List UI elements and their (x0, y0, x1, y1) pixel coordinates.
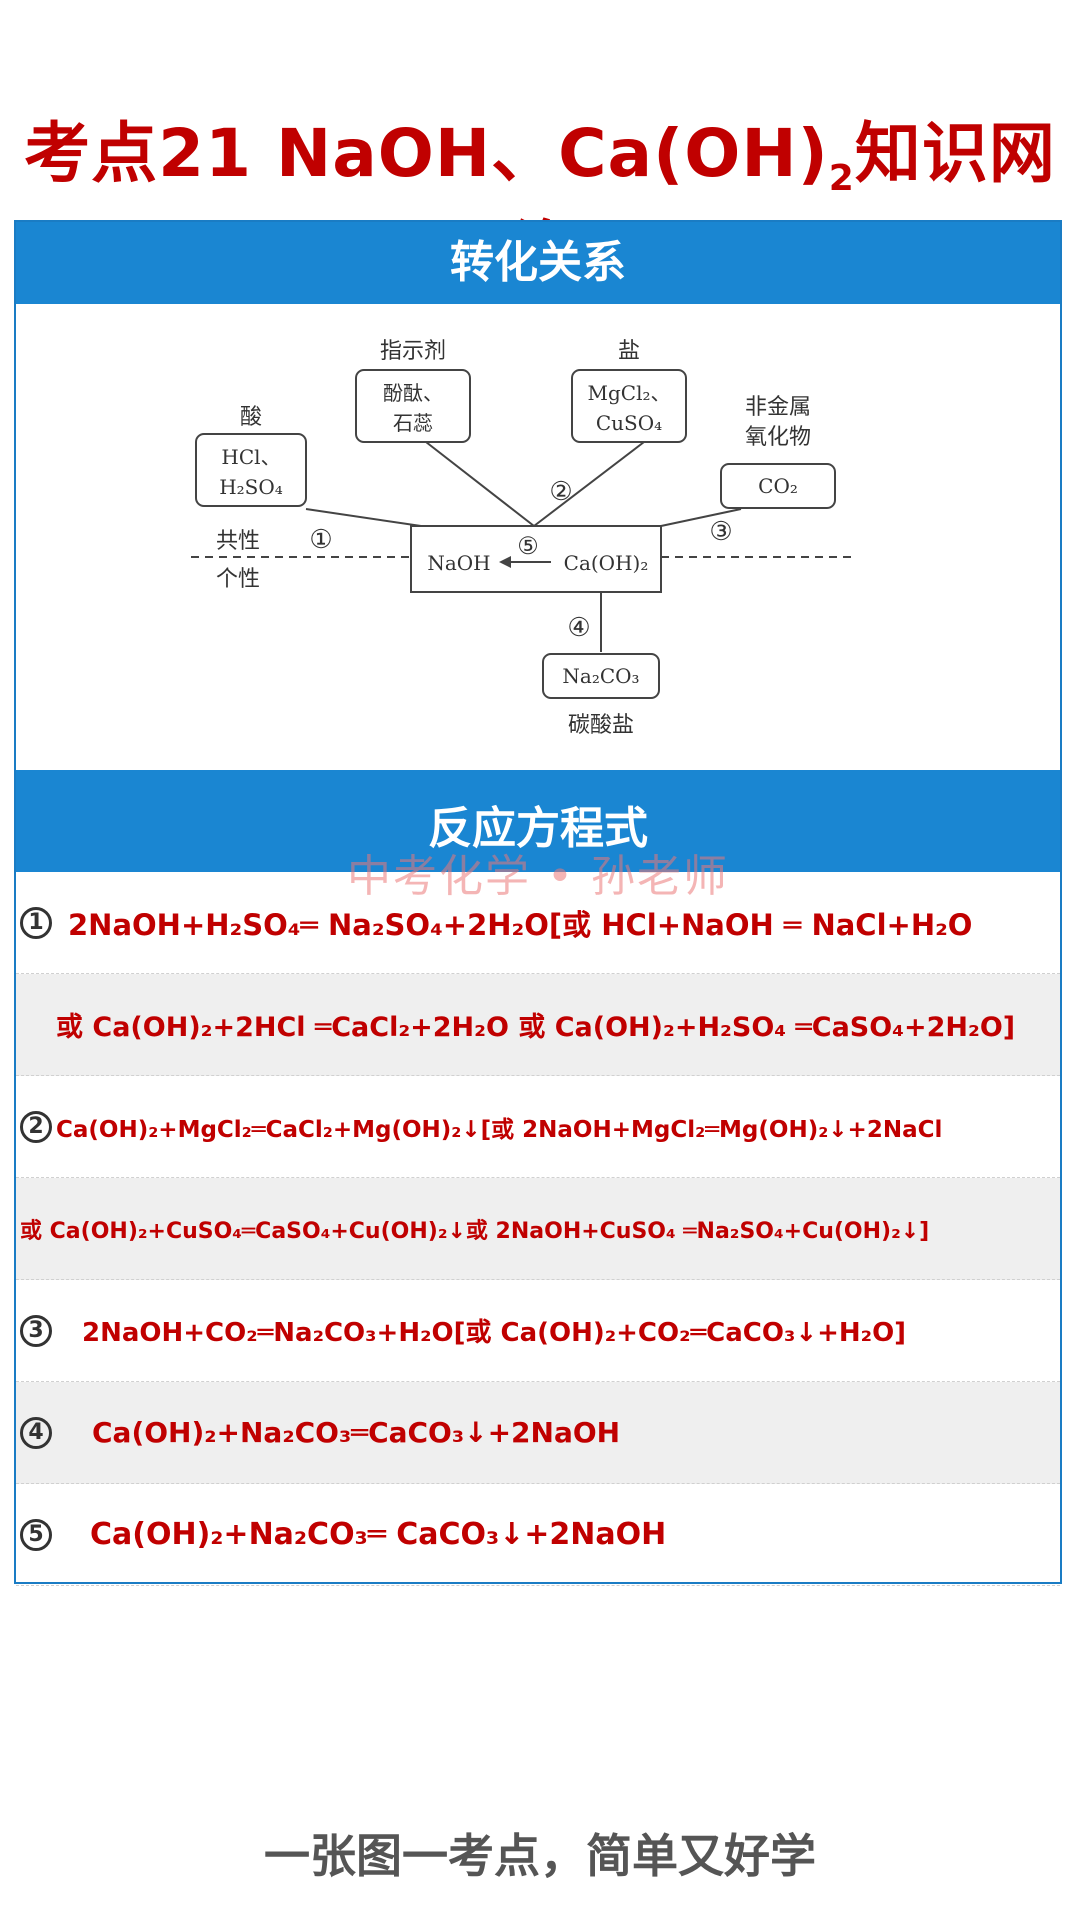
equation-number: 2 (20, 1110, 52, 1143)
marker-1: ① (309, 525, 332, 555)
acid-formula-2: H₂SO₄ (219, 475, 283, 499)
individual-label: 个性 (216, 567, 260, 592)
co2-formula: CO₂ (758, 474, 798, 498)
equation-number: 5 (20, 1518, 52, 1551)
salt-label: 盐 (618, 339, 640, 364)
equation-text: 2NaOH+H₂SO₄═ Na₂SO₄+2H₂O[或 HCl+NaOH ═ Na… (68, 907, 973, 942)
marker-3: ③ (709, 517, 732, 547)
section-header-conversion: 转化关系 (16, 222, 1060, 304)
salt-formula-1: MgCl₂、 (588, 381, 671, 405)
equation-row-2: 2 Ca(OH)₂+MgCl₂═CaCl₂+Mg(OH)₂↓[或 2NaOH+M… (16, 1076, 1060, 1178)
equation-row-5: 5 Ca(OH)₂+Na₂CO₃═ CaCO₃↓+2NaOH (16, 1484, 1060, 1586)
equation-row-4: 4 Ca(OH)₂+Na₂CO₃═CaCO₃↓+2NaOH (16, 1382, 1060, 1484)
equation-text: 或 Ca(OH)₂+2HCl ═CaCl₂+2H₂O 或 Ca(OH)₂+H₂S… (56, 1012, 1016, 1043)
marker-2: ② (549, 477, 572, 507)
marker-4: ④ (567, 613, 590, 643)
salt-formula-2: CuSO₄ (596, 411, 662, 435)
indicator-line-2: 石蕊 (393, 411, 433, 435)
center-caoh2: Ca(OH)₂ (564, 551, 649, 575)
equation-list: 1 2NaOH+H₂SO₄═ Na₂SO₄+2H₂O[或 HCl+NaOH ═ … (16, 872, 1060, 1586)
equation-row-2-continued: 或 Ca(OH)₂+CuSO₄═CaSO₄+Cu(OH)₂↓或 2NaOH+Cu… (16, 1178, 1060, 1280)
carbonate-formula: Na₂CO₃ (562, 664, 639, 688)
center-naoh: NaOH (427, 551, 490, 575)
footer-slogan: 一张图一考点，简单又好学 (264, 1829, 816, 1883)
acid-formula-1: HCl、 (221, 445, 280, 469)
equation-text: Ca(OH)₂+Na₂CO₃═ CaCO₃↓+2NaOH (90, 1517, 667, 1552)
indicator-label: 指示剂 (380, 339, 446, 364)
equation-number: 4 (20, 1416, 52, 1449)
nonmetal-oxide-label-1: 非金属 (745, 395, 811, 420)
equation-text: Ca(OH)₂+MgCl₂═CaCl₂+Mg(OH)₂↓[或 2NaOH+MgC… (56, 1116, 943, 1143)
equation-row-1: 1 2NaOH+H₂SO₄═ Na₂SO₄+2H₂O[或 HCl+NaOH ═ … (16, 872, 1060, 974)
section-header-equations: 反应方程式 (16, 770, 1060, 872)
acid-label: 酸 (240, 405, 262, 430)
common-label: 共性 (216, 529, 260, 554)
conversion-diagram: 酸 HCl、 H₂SO₄ 指示剂 酚酞、 石蕊 盐 MgCl₂、 CuSO₄ 非… (16, 304, 1060, 770)
equation-row-1-continued: 或 Ca(OH)₂+2HCl ═CaCl₂+2H₂O 或 Ca(OH)₂+H₂S… (16, 974, 1060, 1076)
marker-5: ⑤ (517, 532, 539, 560)
equation-text: Ca(OH)₂+Na₂CO₃═CaCO₃↓+2NaOH (92, 1416, 621, 1449)
equation-text: 2NaOH+CO₂═Na₂CO₃+H₂O[或 Ca(OH)₂+CO₂═CaCO₃… (82, 1318, 907, 1348)
equation-row-3: 3 2NaOH+CO₂═Na₂CO₃+H₂O[或 Ca(OH)₂+CO₂═CaC… (16, 1280, 1060, 1382)
carbonate-label: 碳酸盐 (568, 713, 634, 738)
equation-text: 或 Ca(OH)₂+CuSO₄═CaSO₄+Cu(OH)₂↓或 2NaOH+Cu… (20, 1218, 930, 1244)
equation-number: 3 (20, 1314, 52, 1347)
equation-number: 1 (20, 906, 52, 939)
nonmetal-oxide-label-2: 氧化物 (745, 425, 811, 450)
indicator-line-1: 酚酞、 (383, 381, 443, 405)
content-frame: 转化关系 酸 HCl、 H₂SO₄ 指示剂 (14, 220, 1062, 1586)
